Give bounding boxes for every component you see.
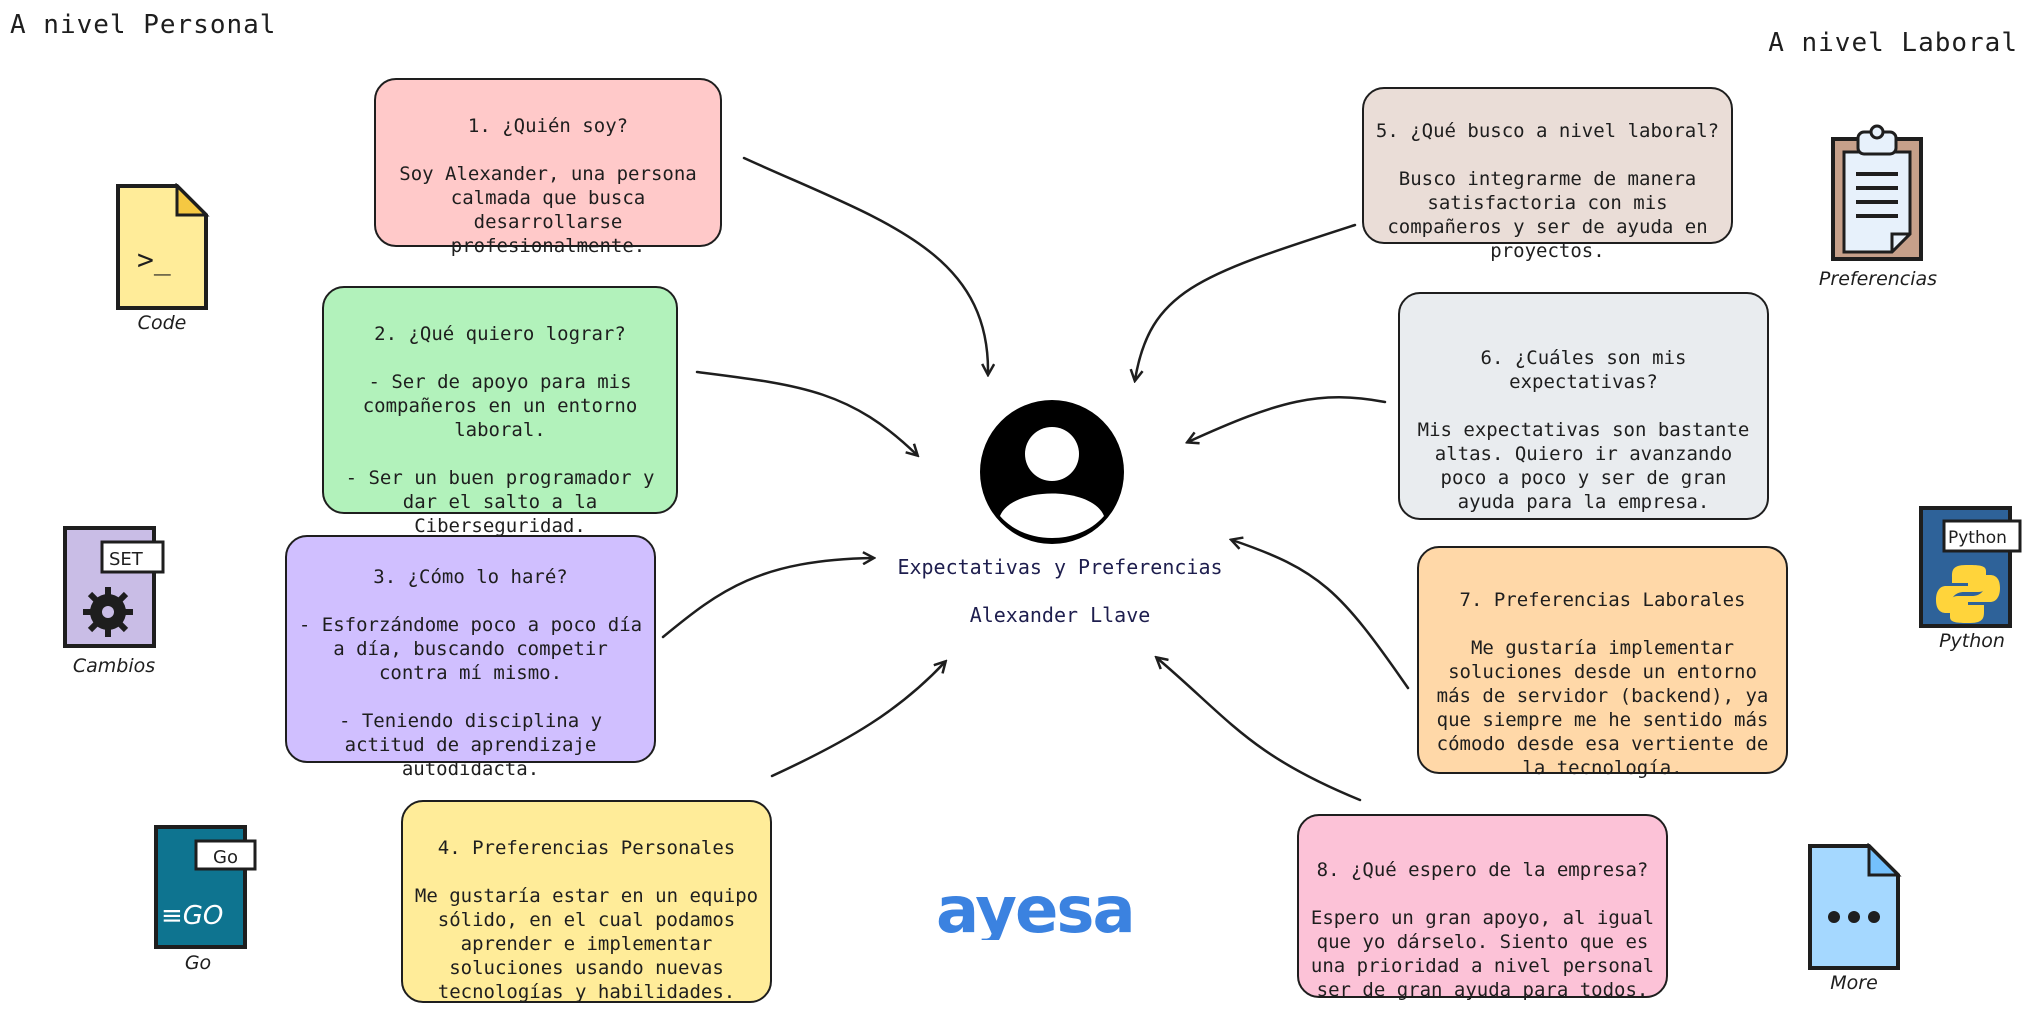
go-file-icon: Go ≡GO xyxy=(154,825,257,949)
ayesa-logo: ayesa xyxy=(936,880,1136,940)
arrow-7 xyxy=(1232,540,1410,690)
svg-text:Go: Go xyxy=(213,847,238,868)
card-body: - Ser de apoyo para mis compañeros en un… xyxy=(345,371,655,537)
card-body: - Esforzándome poco a poco día a día, bu… xyxy=(298,614,643,780)
card-body: Soy Alexander, una persona calmada que b… xyxy=(399,163,697,257)
card-title: 6. ¿Cuáles son mis expectativas? xyxy=(1480,347,1687,393)
center-name: Alexander Llave xyxy=(969,603,1151,627)
card-como-lo-hare: 3. ¿Cómo lo haré? - Esforzándome poco a p… xyxy=(285,535,656,780)
code-label: Code xyxy=(137,312,187,334)
arrow-1 xyxy=(742,156,988,374)
heading-personal: A nivel Personal xyxy=(10,10,277,40)
card-title: 5. ¿Qué busco a nivel laboral? xyxy=(1375,120,1720,142)
avatar-icon xyxy=(980,400,1124,544)
card-title: 2. ¿Qué quiero lograr? xyxy=(374,323,626,345)
svg-text:Python: Python xyxy=(1948,528,2007,548)
card-body: Me gustaría estar en un equipo sólido, e… xyxy=(414,885,759,1003)
card-body: Me gustaría implementar soluciones desde… xyxy=(1436,637,1769,779)
arrow-8 xyxy=(1157,658,1362,802)
card-que-quiero-lograr: 2. ¿Qué quiero lograr? - Ser de apoyo par… xyxy=(322,286,678,537)
card-title: 1. ¿Quién soy? xyxy=(467,115,629,137)
arrow-3 xyxy=(661,558,873,639)
card-title: 7. Preferencias Laborales xyxy=(1459,589,1746,611)
arrow-2 xyxy=(695,370,917,455)
svg-text:>_: >_ xyxy=(137,243,171,277)
preferencias-label: Preferencias xyxy=(1818,268,1938,290)
svg-text:SET: SET xyxy=(109,549,144,570)
card-title: 3. ¿Cómo lo haré? xyxy=(373,566,568,588)
heading-laboral: A nivel Laboral xyxy=(1768,28,2018,58)
python-file-icon: Python xyxy=(1919,506,2022,628)
arrow-6 xyxy=(1188,396,1387,442)
card-que-busco: 5. ¿Qué busco a nivel laboral? Busco inte… xyxy=(1362,87,1733,262)
card-quien-soy: 1. ¿Quién soy? Soy Alexander, una persona… xyxy=(374,78,722,257)
card-title: 4. Preferencias Personales xyxy=(437,837,736,859)
card-body: Espero un gran apoyo, al igual que yo dá… xyxy=(1310,907,1655,1001)
arrow-5 xyxy=(1135,223,1357,380)
clipboard-icon xyxy=(1831,124,1923,261)
more-label: More xyxy=(1830,972,1878,994)
svg-text:≡GO: ≡GO xyxy=(161,901,223,931)
card-body: Mis expectativas son bastante altas. Qui… xyxy=(1417,419,1750,513)
go-label: Go xyxy=(184,952,212,974)
cambios-label: Cambios xyxy=(72,655,156,677)
more-file-icon xyxy=(1808,843,1902,970)
card-title: 8. ¿Qué espero de la empresa? xyxy=(1316,859,1649,881)
svg-text:ayesa: ayesa xyxy=(936,880,1134,940)
python-label: Python xyxy=(1939,630,2005,652)
arrow-4 xyxy=(770,662,945,778)
code-file-icon: >_ xyxy=(116,183,210,310)
center-title: Expectativas y Preferencias xyxy=(897,555,1223,579)
card-preferencias-personales: 4. Preferencias Personales Me gustaría es… xyxy=(401,800,772,1003)
settings-file-icon: SET xyxy=(63,526,165,648)
card-preferencias-laborales: 7. Preferencias Laborales Me gustaría imp… xyxy=(1417,546,1788,779)
card-que-espero: 8. ¿Qué espero de la empresa? Espero un g… xyxy=(1297,814,1668,1001)
card-body: Busco integrarme de manera satisfactoria… xyxy=(1387,168,1708,262)
card-expectativas: 6. ¿Cuáles son mis expectativas? Mis expe… xyxy=(1398,292,1769,520)
